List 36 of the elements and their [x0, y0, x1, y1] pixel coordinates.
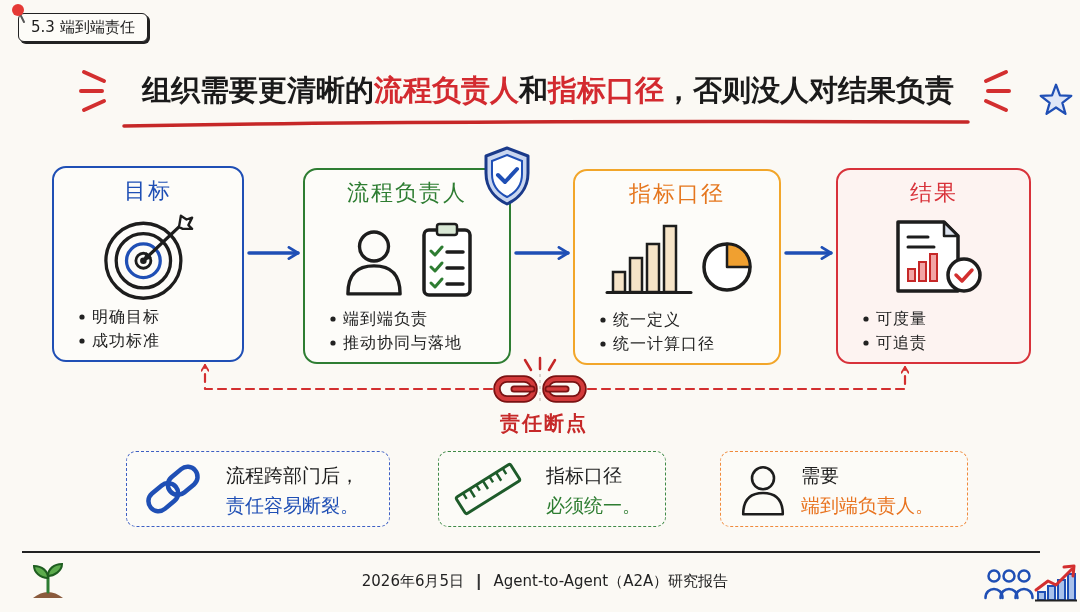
- bullet-text: 可追责: [876, 332, 927, 354]
- bullet-text: 可度量: [876, 308, 927, 330]
- arrow: [247, 246, 300, 260]
- bullet-text: 明确目标: [92, 306, 160, 328]
- note-text: 流程跨部门后，: [226, 463, 359, 488]
- note-box: [126, 451, 390, 527]
- footer-text: 2026年6月5日: [361, 572, 465, 592]
- heading: 结果: [909, 179, 958, 207]
- bullet-text: 统一定义: [613, 309, 681, 331]
- bullet-text: 推动协同与落地: [343, 332, 462, 354]
- process-box: [52, 166, 244, 362]
- bullet-text: 成功标准: [92, 330, 160, 352]
- note-box: [720, 451, 968, 527]
- node-label: 责任断点: [500, 411, 588, 436]
- section-tag: 5.3 端到端责任: [18, 13, 148, 42]
- arrow: [514, 246, 570, 260]
- bullet-text: 端到端负责: [343, 308, 428, 330]
- bullet-text: 统一计算口径: [613, 333, 715, 355]
- heading: 指标口径: [629, 180, 725, 208]
- note-text: 指标口径: [546, 463, 622, 488]
- highlight-text: 端到端负责人。: [801, 493, 934, 518]
- process-box: [573, 169, 781, 365]
- note-text: 需要: [801, 463, 839, 488]
- highlight-text: 责任容易断裂。: [226, 493, 359, 518]
- process-box: [303, 168, 511, 364]
- heading: 流程负责人: [347, 179, 467, 207]
- footer-text: Agent-to-Agent（A2A）研究报告: [493, 572, 729, 592]
- highlight-text: 必须统一。: [546, 493, 641, 518]
- note-box: [438, 451, 666, 527]
- process-box: [836, 168, 1031, 364]
- arrow: [784, 246, 833, 260]
- dashed-arrow: [586, 365, 910, 391]
- title: 组织需要更清晰的流程负责人和指标口径，否则没人对结果负责: [142, 72, 954, 109]
- broken-link-icon: [492, 357, 588, 405]
- heading: 目标: [124, 177, 172, 205]
- dashed-arrow: [200, 363, 494, 391]
